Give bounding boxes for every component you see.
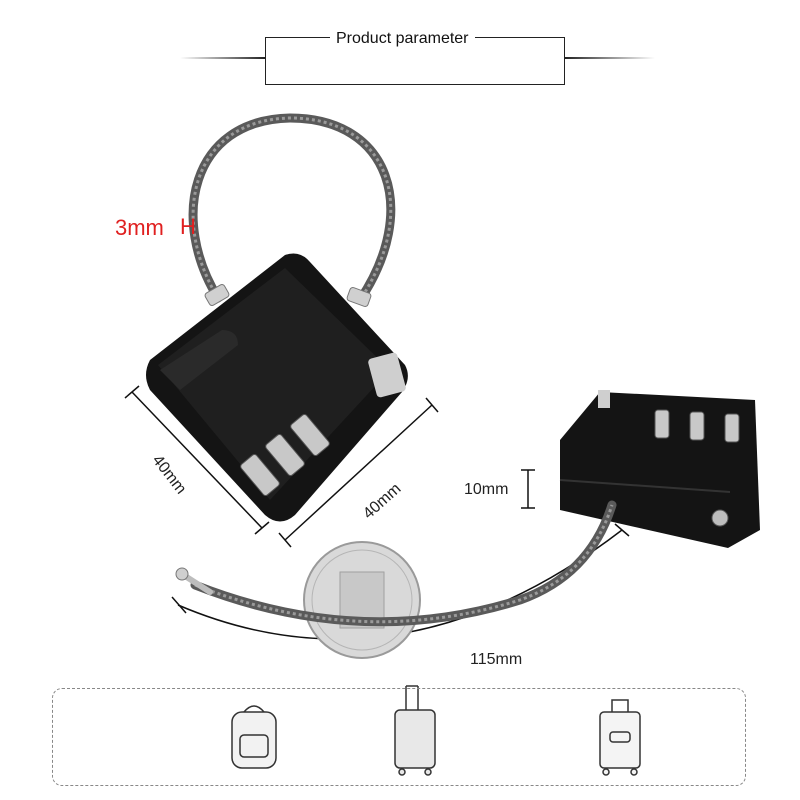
long-cable — [175, 500, 617, 627]
main-lock-body — [146, 253, 408, 522]
coin — [303, 541, 421, 659]
side-lock-body — [559, 390, 760, 548]
cable-length-label: 115mm — [470, 651, 523, 668]
thickness-label: 10mm — [464, 481, 509, 498]
backpack-icon — [231, 705, 277, 769]
cable-diameter-label: 3mm — [115, 215, 164, 240]
suitcase-icon — [599, 699, 641, 776]
dimension-lines — [124, 385, 630, 640]
header-line-right — [565, 57, 655, 59]
rolling-suitcase-icon — [394, 685, 436, 776]
combination-dials — [240, 413, 330, 497]
page-title: Product parameter — [330, 30, 475, 48]
header-line-left — [180, 57, 265, 59]
usage-box — [52, 688, 746, 786]
cable-diameter-marker: H — [180, 214, 196, 239]
cable-loop — [188, 113, 396, 307]
